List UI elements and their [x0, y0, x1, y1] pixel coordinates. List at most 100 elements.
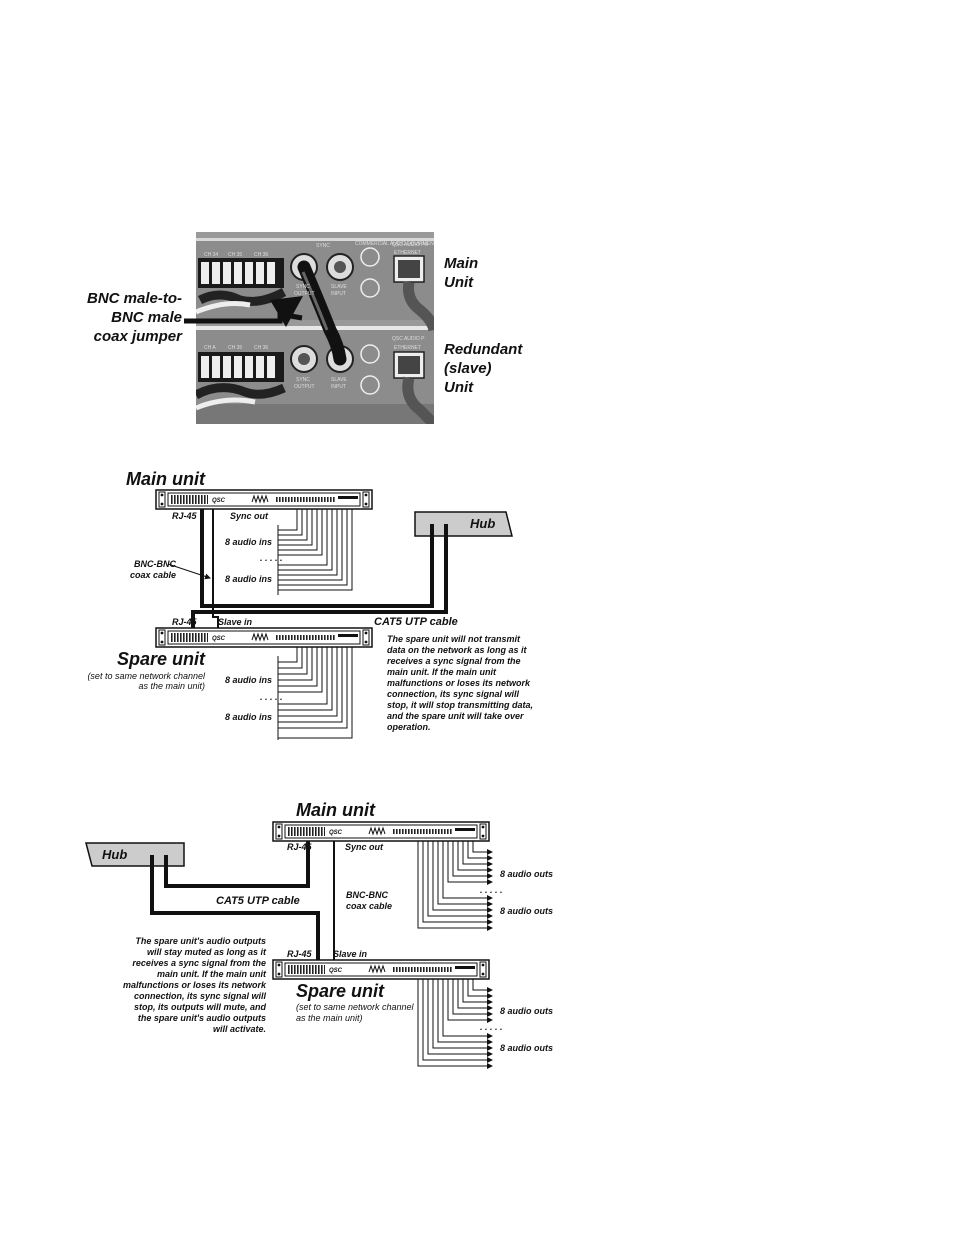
d2-main-unit	[272, 821, 490, 842]
d2-cat5-spare	[150, 855, 320, 960]
d2-rj45-spare: RJ-45	[287, 949, 313, 959]
photo-ch-bottom-1: CH A	[204, 345, 216, 351]
d2-note-line-3: receives a sync signal from the	[132, 958, 266, 968]
d2-note: The spare unit's audio outputs will stay…	[123, 936, 267, 1034]
callout-redundant-line-2: (slave)	[444, 360, 492, 377]
callout-jumper-line-1: BNC male-to-	[87, 290, 182, 307]
photo-slave-input-top-2: INPUT	[331, 291, 346, 297]
d2-spare-audio-outs-1: 8 audio outs	[500, 1006, 553, 1016]
d1-note-line-5: malfunctions or loses its network	[387, 678, 531, 688]
d2-main-audio-lines	[417, 841, 493, 931]
d2-spare-logo: QSC	[329, 968, 343, 974]
d1-bnc-label-1: BNC-BNC	[134, 559, 176, 569]
d1-main-audio-ins-1: 8 audio ins	[225, 537, 272, 547]
diagram-outputs: Main unit RJ-45 Sync out Hub CAT5 UTP ca…	[85, 800, 553, 1069]
d2-note-line-9: will activate.	[213, 1024, 266, 1034]
callout-jumper-line-2: BNC male	[111, 309, 182, 326]
callout-redundant-line-1: Redundant	[444, 341, 523, 358]
d2-rj45-main: RJ-45	[287, 842, 313, 852]
d1-note-line-1: The spare unit will not transmit	[387, 634, 521, 644]
d1-spare-sub-1: (set to same network channel	[87, 671, 206, 681]
callout-jumper-line-3: coax jumper	[94, 328, 184, 345]
d2-main-title: Main unit	[296, 800, 376, 820]
d1-bnc-pointer	[167, 563, 211, 580]
d2-cat5-label: CAT5 UTP cable	[216, 895, 300, 907]
d2-hub-label: Hub	[102, 847, 127, 862]
d1-spare-dots: . . . . .	[260, 692, 283, 702]
d1-cat5-label: CAT5 UTP cable	[374, 616, 458, 628]
d1-main-dots: . . . . .	[260, 553, 283, 563]
d1-spare-audio-ins-1: 8 audio ins	[225, 675, 272, 685]
d2-note-line-1: The spare unit's audio outputs	[135, 936, 266, 946]
d2-note-line-5: malfunctions or loses its network	[123, 980, 267, 990]
photo-callouts: BNC male-to- BNC male coax jumper Main U…	[87, 255, 523, 396]
photo-ch-bottom-3: CH 36	[254, 345, 268, 351]
photo-slave-input-bottom-2: INPUT	[331, 384, 346, 390]
d1-sync-out: Sync out	[230, 511, 269, 521]
photo-sync-output-bottom-1: SYNC	[296, 377, 310, 383]
d2-hub-box	[85, 842, 185, 867]
terminal-block-top	[196, 258, 287, 315]
callout-main-line-2: Unit	[444, 274, 474, 291]
d1-bnc-cable	[212, 509, 219, 628]
terminal-block-bottom	[196, 352, 286, 411]
d1-spare-audio-ins-2: 8 audio ins	[225, 712, 272, 722]
d1-cat5-spare	[191, 524, 448, 628]
d1-spare-sub-2: as the main unit)	[138, 681, 205, 691]
d2-slave-in: Slave in	[333, 949, 368, 959]
d1-spare-logo: QSC	[212, 636, 226, 642]
d2-main-audio-outs-2: 8 audio outs	[500, 906, 553, 916]
d1-slave-in: Slave in	[218, 617, 253, 627]
photo-ethernet-top: ETHERNET	[394, 250, 421, 256]
photo-sync-output-bottom-2: OUTPUT	[294, 384, 315, 390]
photo-ch-top-2: CH 35	[228, 252, 242, 258]
d1-spare-title: Spare unit	[117, 649, 206, 669]
d1-note-line-2: data on the network as long as it	[387, 645, 528, 655]
photo-ethernet-bottom: ETHERNET	[394, 345, 421, 351]
d1-hub-label: Hub	[470, 516, 495, 531]
d2-bnc-label-2: coax cable	[346, 901, 392, 911]
photo-slave-input-top-1: SLAVE	[331, 284, 347, 290]
photo-slave-input-bottom-1: SLAVE	[331, 377, 347, 383]
d1-main-audio-lines	[277, 509, 353, 595]
photo-sync-label: SYNC	[316, 243, 330, 249]
d2-main-dots: . . . . .	[480, 885, 503, 895]
d1-bnc-label-2: coax cable	[130, 570, 176, 580]
d1-note-line-8: and the spare unit will take over	[387, 711, 524, 721]
d1-cat5-main	[200, 509, 434, 608]
callout-main-line-1: Main	[444, 255, 478, 272]
d1-spare-audio-lines	[277, 647, 353, 740]
d2-sync-out: Sync out	[345, 842, 384, 852]
d2-note-line-7: stop, its outputs will mute, and	[134, 1002, 267, 1012]
d1-rj45-spare: RJ-45	[172, 617, 198, 627]
diagram-inputs: Main unit RJ-45 Sync out Hub BNC-BNC coa…	[87, 469, 533, 740]
photo-sync-output-top-1: SYNC	[296, 284, 310, 290]
d1-main-unit	[155, 489, 373, 510]
d2-spare-unit	[272, 959, 490, 980]
d1-main-title: Main unit	[126, 469, 206, 489]
d1-main-audio-ins-2: 8 audio ins	[225, 574, 272, 584]
d1-rj45-main: RJ-45	[172, 511, 198, 521]
d1-hub-box	[414, 511, 513, 537]
d2-spare-audio-outs-2: 8 audio outs	[500, 1043, 553, 1053]
equipment-photo: SYNC COMMERCIAL AUDIO EQUIPMENT QSC AUDI…	[184, 232, 437, 424]
photo-brand-bottom: QSC AUDIO P	[392, 336, 425, 342]
d1-main-logo: QSC	[212, 498, 226, 504]
d2-main-audio-outs-1: 8 audio outs	[500, 869, 553, 879]
d2-main-logo: QSC	[329, 830, 343, 836]
d2-spare-sub-2: as the main unit)	[296, 1013, 363, 1023]
d1-note-line-3: receives a sync signal from the	[387, 656, 521, 666]
d1-note-line-9: operation.	[387, 722, 431, 732]
d1-note: The spare unit will not transmit data on…	[387, 634, 533, 732]
d2-bnc-label-1: BNC-BNC	[346, 890, 388, 900]
photo-listed-label: COMMERCIAL AUDIO EQUIPMENT	[355, 241, 437, 247]
d2-note-line-2: will stay muted as long as it	[147, 947, 267, 957]
d2-cat5-main	[164, 841, 310, 888]
d2-note-line-6: connection, its sync signal will	[134, 991, 267, 1001]
d2-spare-dots: . . . . .	[480, 1022, 503, 1032]
d2-spare-title: Spare unit	[296, 981, 385, 1001]
callout-redundant-line-3: Unit	[444, 379, 474, 396]
photo-ch-top-1: CH 34	[204, 252, 218, 258]
d1-note-line-7: stop, it will stop transmitting data,	[387, 700, 533, 710]
